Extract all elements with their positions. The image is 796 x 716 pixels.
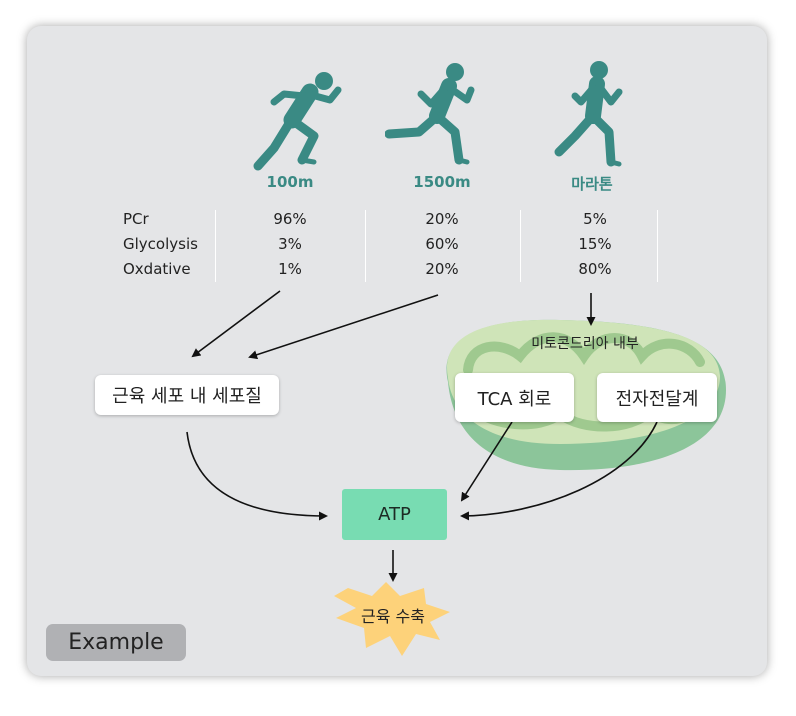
distance-label-marathon: 마라톤 (571, 175, 613, 193)
row-label-oxidative: Oxdative (123, 260, 191, 278)
cell-marathon-oxidative: 80% (578, 260, 612, 278)
arrow-100m-to-cytoplasm (191, 290, 281, 358)
arrow-1500m-to-cytoplasm (248, 294, 439, 360)
runner-icon (385, 63, 475, 165)
arrow-tca-to-atp (460, 421, 513, 502)
cell-1500m-glycolysis: 60% (425, 235, 459, 253)
sprinter-icon (253, 72, 342, 171)
tca-cycle-node: TCA 회로 (455, 373, 574, 422)
distance-label-1500m: 1500m (413, 173, 471, 191)
column-divider (520, 210, 521, 282)
row-label-glycolysis: Glycolysis (123, 235, 198, 253)
atp-node: ATP (342, 489, 447, 540)
marathon-runner-icon (554, 61, 623, 167)
electron-transport-node: 전자전달계 (597, 373, 717, 422)
cell-marathon-pcr: 5% (583, 210, 607, 228)
example-badge: Example (46, 624, 186, 661)
contraction-burst-shape (334, 582, 450, 656)
row-label-pcr: PCr (123, 210, 149, 228)
cell-100m-oxidative: 1% (278, 260, 302, 278)
column-divider (657, 210, 658, 282)
cell-1500m-pcr: 20% (425, 210, 459, 228)
cell-100m-glycolysis: 3% (278, 235, 302, 253)
column-divider (365, 210, 366, 282)
cell-100m-pcr: 96% (273, 210, 307, 228)
arrow-etc-to-atp (460, 421, 658, 521)
cytoplasm-node: 근육 세포 내 세포질 (95, 375, 279, 415)
cell-1500m-oxidative: 20% (425, 260, 459, 278)
arrow-cytoplasm-to-atp (186, 431, 328, 521)
muscle-contraction-label: 근육 수축 (361, 607, 425, 626)
mitochondria-label: 미토콘드리아 내부 (531, 336, 639, 352)
distance-label-100m: 100m (266, 173, 314, 191)
column-divider (215, 210, 216, 282)
cell-marathon-glycolysis: 15% (578, 235, 612, 253)
